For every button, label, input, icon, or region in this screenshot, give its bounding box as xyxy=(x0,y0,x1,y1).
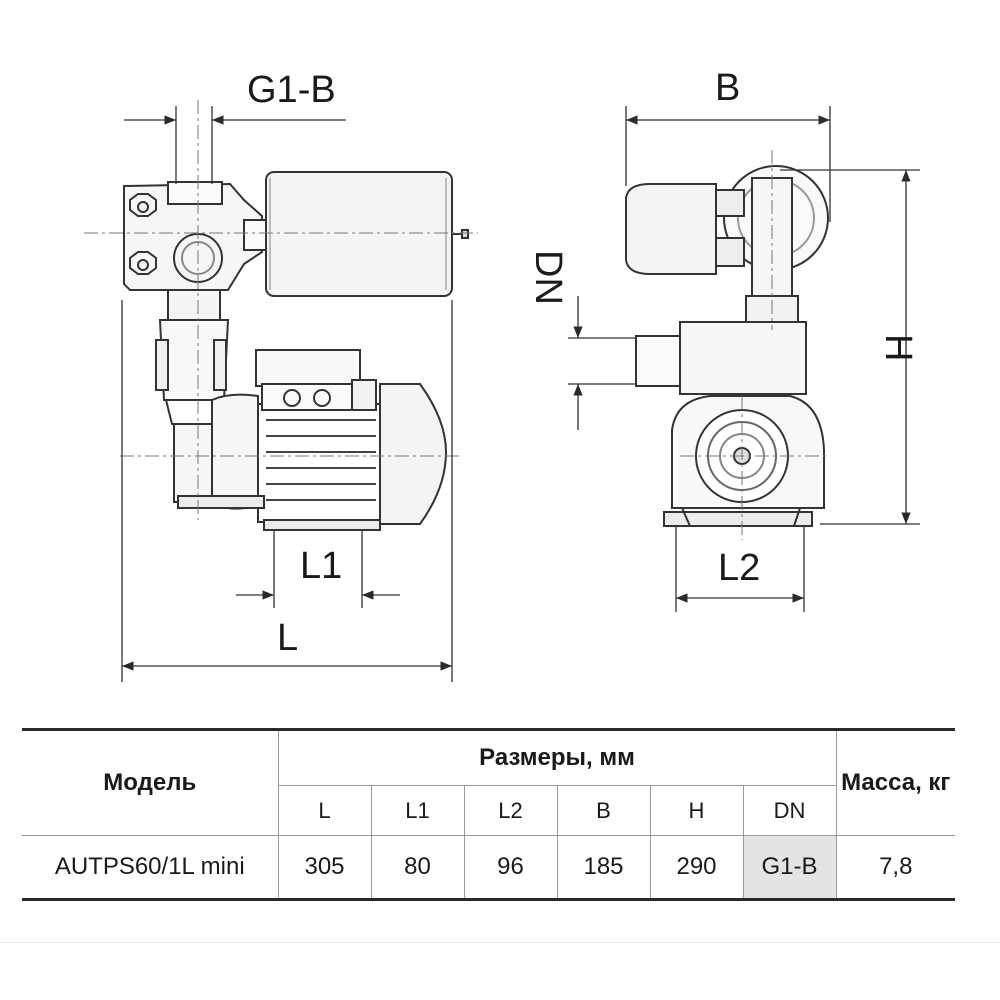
front-center-lines xyxy=(84,100,478,520)
outlet-block xyxy=(679,321,807,395)
label-l: L xyxy=(277,617,298,659)
pressure-switch-front xyxy=(123,181,267,291)
motor-front xyxy=(177,349,448,531)
value-l1: 80 xyxy=(370,835,464,901)
col-header-dn: DN xyxy=(742,785,837,836)
dimensions-header: Размеры, мм xyxy=(277,728,837,786)
col-header-l2: L2 xyxy=(463,785,557,836)
side-view xyxy=(625,150,830,540)
model-header: Модель xyxy=(22,728,278,836)
switch-cover xyxy=(625,183,717,275)
label-l1: L1 xyxy=(300,545,342,587)
col-header-b: B xyxy=(556,785,650,836)
pressure-tank xyxy=(265,171,469,297)
col-header-l: L xyxy=(277,785,371,836)
value-mass: 7,8 xyxy=(835,835,956,901)
front-dimensions xyxy=(121,106,453,682)
spec-table: Модель Размеры, мм Масса, кг L L1 L2 B H… xyxy=(22,728,956,901)
mass-header: Масса, кг xyxy=(835,728,956,836)
footer-divider xyxy=(0,942,1000,943)
pump-dimension-drawing: G1-B L1 L xyxy=(84,67,920,682)
value-h: 290 xyxy=(649,835,743,901)
label-h: H xyxy=(877,334,919,361)
vertical-pipe xyxy=(155,289,230,503)
value-l: 305 xyxy=(277,835,371,901)
side-dimensions xyxy=(568,106,920,612)
value-dn: G1-B xyxy=(742,835,837,901)
impeller-housing xyxy=(663,395,825,527)
label-g1b: G1-B xyxy=(247,69,336,111)
table-row: AUTPS60/1L mini 305 80 96 185 290 G1-B 7… xyxy=(22,835,956,901)
value-b: 185 xyxy=(556,835,650,901)
value-l2: 96 xyxy=(463,835,557,901)
label-b: B xyxy=(715,67,740,109)
label-dn: DN xyxy=(527,250,569,305)
col-header-h: H xyxy=(649,785,743,836)
col-header-l1: L1 xyxy=(370,785,464,836)
label-l2: L2 xyxy=(718,547,760,589)
front-view xyxy=(84,100,478,531)
model-cell: AUTPS60/1L mini xyxy=(22,835,278,901)
